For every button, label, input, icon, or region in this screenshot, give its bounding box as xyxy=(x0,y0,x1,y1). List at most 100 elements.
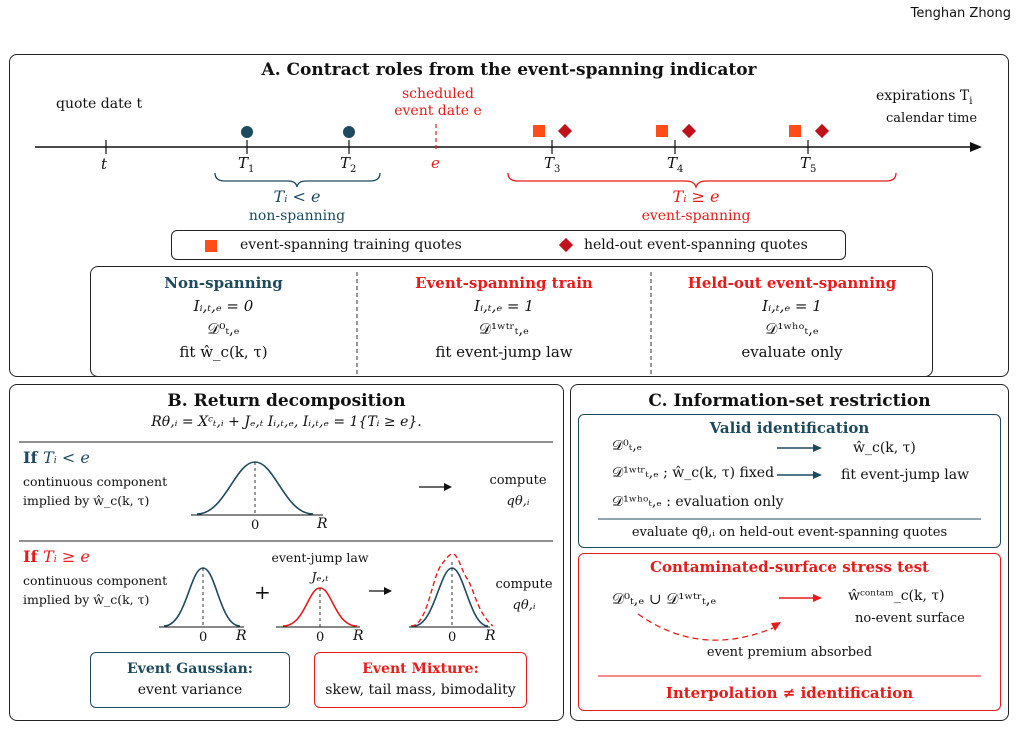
tick-label-e: e xyxy=(431,154,440,172)
if1-label: If Tᵢ < e xyxy=(23,448,90,467)
marker-t5-square xyxy=(789,125,801,137)
left-brace-condition: Tᵢ < e xyxy=(273,187,321,206)
contaminated-right-sub: no-event surface xyxy=(855,611,965,626)
valid-identification-title: Valid identification xyxy=(709,419,870,437)
c2-compute-label: compute xyxy=(495,577,553,592)
plus-sign: + xyxy=(254,580,271,604)
t1-letter: T xyxy=(238,154,249,172)
scheduled-line2: event date e xyxy=(394,103,482,119)
if1-description: continuous component implied by ŵ_c(k, τ… xyxy=(23,472,167,510)
right-brace-condition: Tᵢ ≥ e xyxy=(672,187,720,206)
col3-action: evaluate only xyxy=(741,343,843,361)
jump-symbol: Jₑ,ₜ xyxy=(311,569,329,584)
panel-b xyxy=(9,384,564,721)
contaminated-right: ŵᶜᵒⁿᵗᵃᵐ_c(k, τ) xyxy=(848,588,945,604)
valid-row2-right: fit event-jump law xyxy=(841,467,970,483)
if2-cond: Tᵢ ≥ e xyxy=(42,547,90,566)
event-gaussian-title: Event Gaussian: xyxy=(127,661,253,677)
legend-square-icon xyxy=(205,240,217,252)
c1-r-label: R xyxy=(317,516,328,532)
if2-label: If Tᵢ ≥ e xyxy=(23,547,90,566)
t2-sub: 2 xyxy=(350,164,357,175)
scheduled-line1: scheduled xyxy=(401,86,475,102)
legend-heldout-label: held-out event-spanning quotes xyxy=(584,237,808,253)
c2-q-label: qθ,ᵢ xyxy=(512,598,536,613)
col2-indicator: Iᵢ,ₜ,ₑ = 1 xyxy=(474,297,534,315)
roles-col-train: Event-spanning train Iᵢ,ₜ,ₑ = 1 𝒟¹ʷᵗʳₜ,ₑ… xyxy=(357,272,651,364)
t3-sub: 3 xyxy=(554,164,561,175)
contaminated-left: 𝒟⁰ₜ,ₑ ∪ 𝒟¹ʷᵗʳₜ,ₑ xyxy=(612,590,717,608)
marker-t1-circle xyxy=(241,126,253,138)
jump-law-text: event-jump law xyxy=(271,550,369,565)
absorbed-curve-head xyxy=(771,622,781,631)
left-brace-label: non-spanning xyxy=(248,208,346,224)
legend-train-label: event-spanning training quotes xyxy=(240,237,462,253)
marker-t5-diamond xyxy=(814,123,830,139)
absorbed-curve xyxy=(637,613,774,641)
tick-label-t: t xyxy=(101,155,108,173)
marker-t4-square xyxy=(656,125,668,137)
valid-arrow1-head xyxy=(813,444,822,452)
valid-bottom-text: evaluate qθ,ᵢ on held-out event-spanning… xyxy=(631,525,948,540)
marker-t3-diamond xyxy=(557,123,573,139)
valid-row3-left: 𝒟¹ʷʰᵒₜ,ₑ : evaluation only xyxy=(612,494,784,510)
c1-compute-label: compute xyxy=(489,473,547,488)
event-mixture-desc: skew, tail mass, bimodality xyxy=(325,682,516,698)
col1-indicator: Iᵢ,ₜ,ₑ = 0 xyxy=(193,297,254,315)
expirations-text: expirations T xyxy=(876,88,970,104)
legend-box xyxy=(171,230,846,260)
col3-title: Held-out event-spanning xyxy=(687,274,897,292)
event-gaussian-content: Event Gaussian: event variance xyxy=(90,659,290,701)
c2-arrow-head xyxy=(384,587,392,595)
roles-table xyxy=(90,266,933,377)
col1-set: 𝒟⁰ₜ,ₑ xyxy=(207,320,240,338)
panel-b-title: B. Return decomposition xyxy=(167,391,406,411)
c2-r-a: R xyxy=(236,628,247,644)
if1-cond: Tᵢ < e xyxy=(42,448,90,467)
if1-head: If xyxy=(23,448,38,467)
c2-zero-c: 0 xyxy=(448,630,457,645)
event-mixture-content: Event Mixture: skew, tail mass, bimodali… xyxy=(314,659,527,701)
contaminated-title: Contaminated-surface stress test xyxy=(650,558,929,576)
event-mixture-box xyxy=(314,652,527,708)
panel-a-title: A. Contract roles from the event-spannin… xyxy=(261,60,757,80)
valid-row1-left: 𝒟⁰ₜ,ₑ xyxy=(612,438,643,454)
c2-compute: compute qθ,ᵢ xyxy=(489,574,559,616)
return-equation: Rθ,ᵢ = Xᶜₜ,ᵢ + Jₑ,ₜ Iᵢ,ₜ,ₑ, Iᵢ,ₜ,ₑ = 1{T… xyxy=(151,414,422,430)
c1-compute: compute qθ,ᵢ xyxy=(478,470,558,512)
if2-head: If xyxy=(23,547,38,566)
c2-mixture-curve xyxy=(410,553,494,627)
if1-line2: implied by ŵ_c(k, τ) xyxy=(23,493,150,508)
tick-label-t4: T4 xyxy=(667,154,683,175)
valid-arrow2-head xyxy=(813,471,822,479)
col2-set: 𝒟¹ʷᵗʳₜ,ₑ xyxy=(479,320,529,338)
c1-arrow-head xyxy=(444,483,452,491)
event-mixture-title: Event Mixture: xyxy=(362,661,479,677)
c1-q-label: qθ,ᵢ xyxy=(506,494,530,509)
premium-absorbed-label: event premium absorbed xyxy=(706,645,873,660)
c1-zero-label: 0 xyxy=(251,518,260,533)
t2-letter: T xyxy=(340,154,351,172)
c2-zero-a: 0 xyxy=(199,630,208,645)
valid-identification-box xyxy=(578,414,1001,548)
contam-arrow-head xyxy=(813,594,822,602)
roles-col-heldout: Held-out event-spanning Iᵢ,ₜ,ₑ = 1 𝒟¹ʷʰᵒ… xyxy=(651,272,933,364)
col3-set: 𝒟¹ʷʰᵒₜ,ₑ xyxy=(765,320,819,338)
jump-law-label: event-jump law Jₑ,ₜ xyxy=(270,548,370,586)
t4-letter: T xyxy=(667,154,678,172)
tick-label-t1: T1 xyxy=(238,154,254,175)
t5-letter: T xyxy=(800,154,811,172)
quote-date-label: quote date t xyxy=(56,96,143,112)
t3-letter: T xyxy=(544,154,555,172)
timeline-arrowhead xyxy=(970,142,982,152)
tick-label-t5: T5 xyxy=(800,154,816,175)
marker-t2-circle xyxy=(343,126,355,138)
right-brace xyxy=(507,172,897,190)
marker-t4-diamond xyxy=(681,123,697,139)
calendar-time-label: calendar time xyxy=(886,111,978,126)
timeline-graphic xyxy=(35,123,982,374)
interpolation-label: Interpolation ≠ identification xyxy=(665,684,914,702)
scheduled-event-label: scheduled event date e xyxy=(383,86,493,120)
